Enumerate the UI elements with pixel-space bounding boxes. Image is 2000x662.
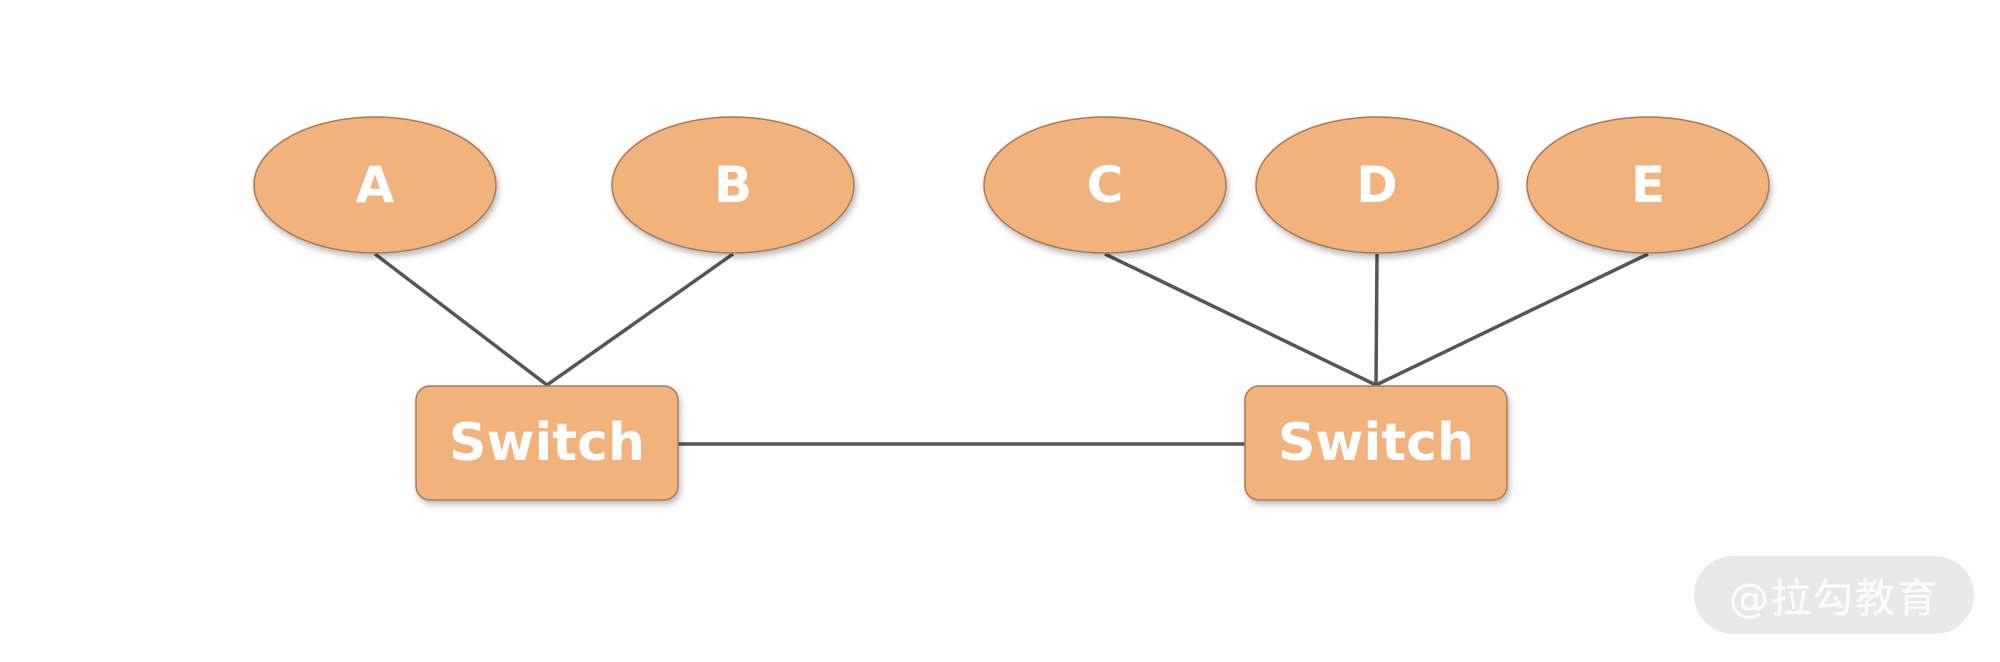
link-b-switch1 bbox=[545, 252, 735, 387]
host-a: A bbox=[253, 116, 497, 254]
watermark-text: @拉勾教育 bbox=[1729, 576, 1939, 622]
link-a-switch1 bbox=[373, 252, 549, 387]
switch-1-label: Switch bbox=[449, 413, 645, 473]
host-e-label: E bbox=[1631, 156, 1665, 214]
link-e-switch2 bbox=[1375, 252, 1649, 387]
links-group bbox=[373, 252, 1649, 446]
host-c-label: C bbox=[1087, 156, 1124, 214]
host-e: E bbox=[1526, 116, 1770, 254]
switch-2-label: Switch bbox=[1278, 413, 1474, 473]
host-a-label: A bbox=[356, 156, 395, 214]
host-c: C bbox=[983, 116, 1227, 254]
watermark: @拉勾教育 bbox=[1694, 556, 1974, 634]
host-b-label: B bbox=[714, 156, 752, 214]
host-b: B bbox=[611, 116, 855, 254]
switch-1: Switch bbox=[415, 385, 679, 501]
link-d-switch2 bbox=[1374, 253, 1379, 386]
host-d-label: D bbox=[1356, 156, 1398, 214]
switch-2: Switch bbox=[1244, 385, 1508, 501]
link-c-switch2 bbox=[1104, 252, 1377, 387]
host-d: D bbox=[1255, 116, 1499, 254]
